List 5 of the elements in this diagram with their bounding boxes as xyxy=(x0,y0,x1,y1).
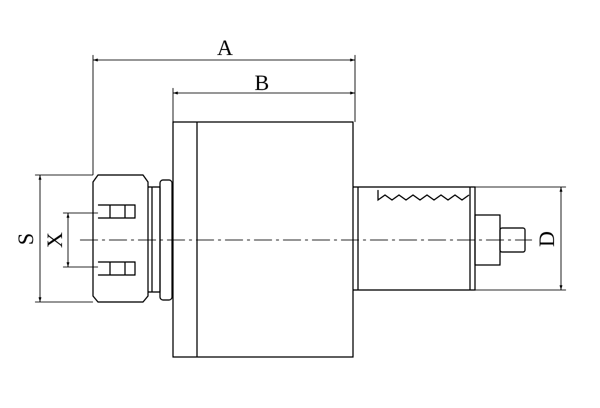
dimension-label: A xyxy=(217,37,233,59)
dimension-label: D xyxy=(536,231,558,247)
dimension-label: S xyxy=(15,232,38,246)
dimension-label: X xyxy=(44,232,66,248)
dimension-label: B xyxy=(254,72,270,94)
